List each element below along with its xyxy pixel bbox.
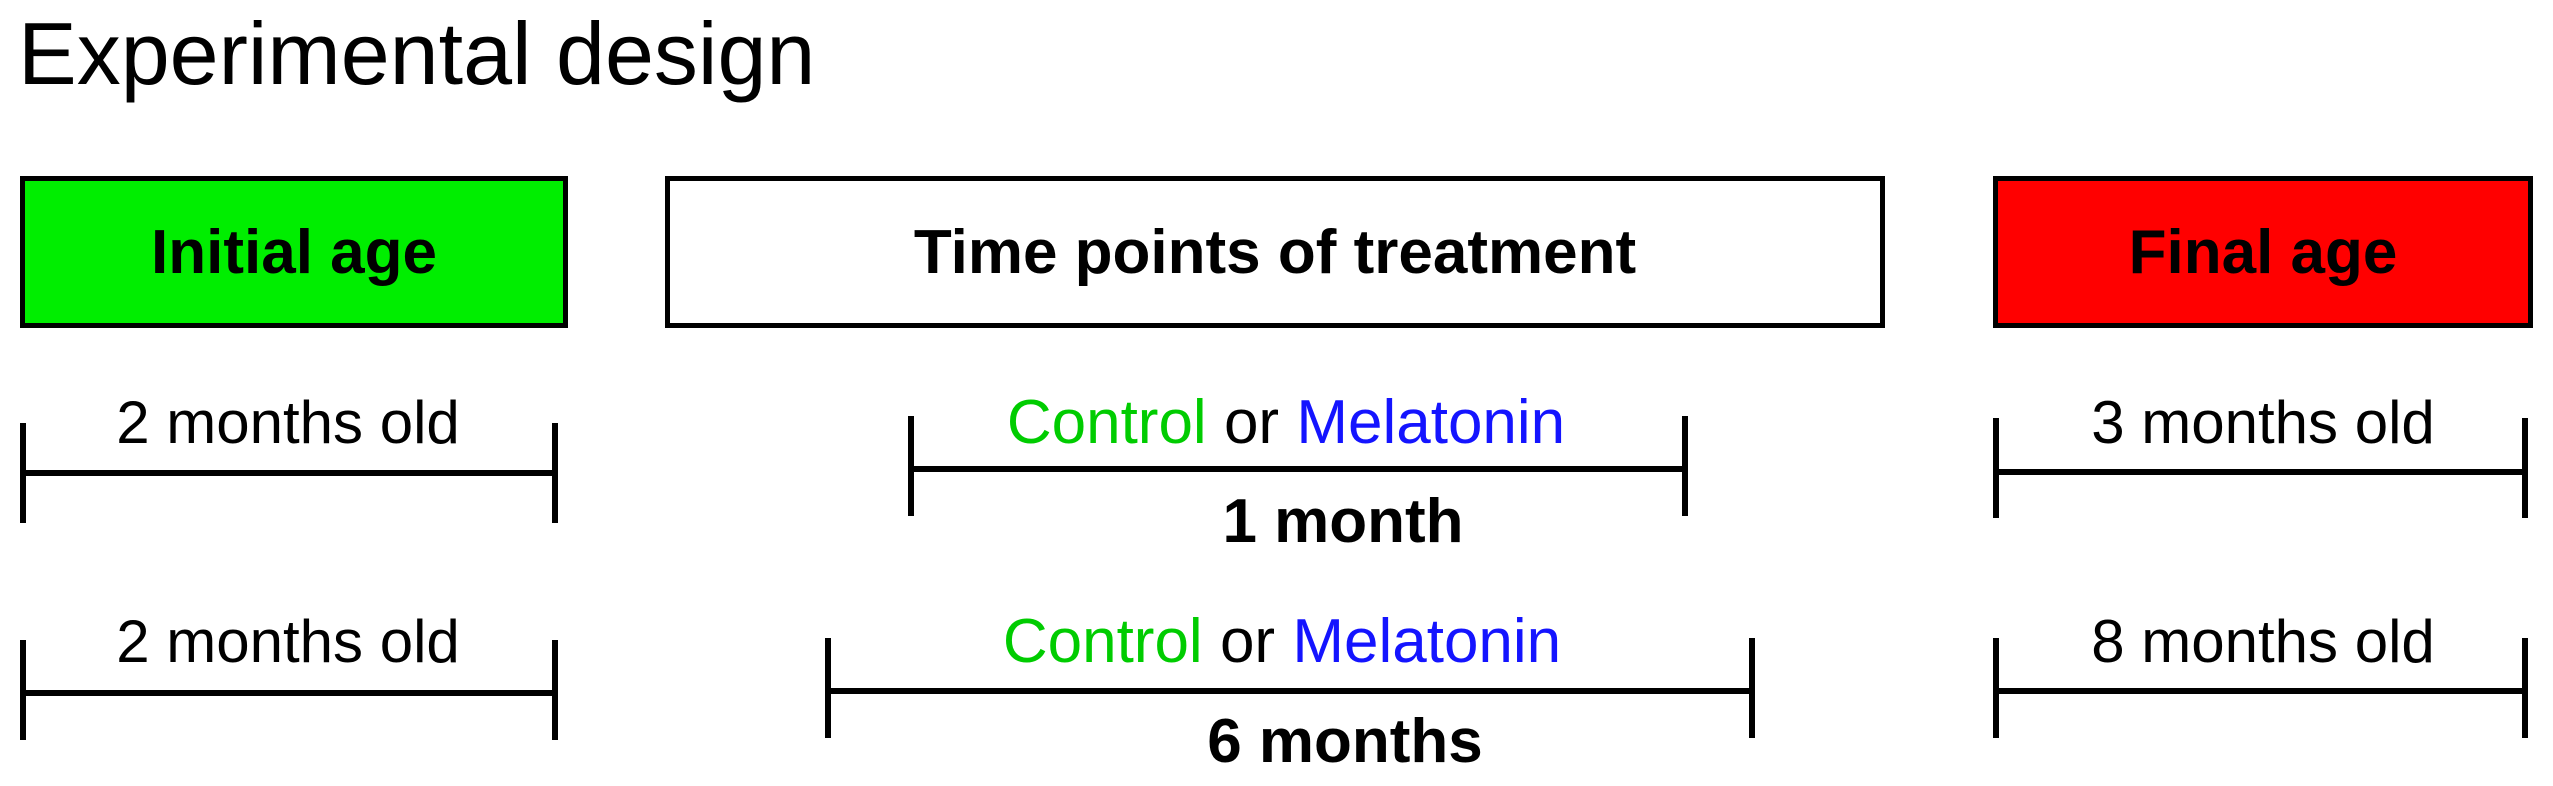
- initial-bracket-right-tick: [552, 640, 558, 740]
- treatment-bracket-bar: [908, 466, 1688, 472]
- final-age-header: Final age: [2128, 217, 2398, 287]
- treatment-label: Control or Melatonin: [1003, 611, 1561, 673]
- final-bracket-right-tick: [2522, 418, 2528, 518]
- final-bracket-bar: [1993, 688, 2528, 694]
- initial-bracket-bar: [20, 690, 558, 696]
- initial-bracket-right-tick: [552, 423, 558, 523]
- melatonin-label: Melatonin: [1292, 607, 1562, 676]
- treatment-label: Control or Melatonin: [1007, 392, 1565, 454]
- final-age-label: 3 months old: [2091, 389, 2435, 456]
- treatment-bracket-right-tick: [1682, 416, 1688, 516]
- initial-age-header: Initial age: [151, 217, 437, 287]
- final-age-box: Final age: [1993, 176, 2533, 328]
- or-label: or: [1223, 388, 1280, 457]
- treatment-duration-label: 1 month: [1222, 487, 1464, 556]
- final-bracket-right-tick: [2522, 638, 2528, 738]
- initial-age-label: 2 months old: [116, 389, 460, 456]
- control-label: Control: [1002, 607, 1203, 676]
- treatment-bracket-right-tick: [1749, 638, 1755, 738]
- treatment-box: Time points of treatment: [665, 176, 1885, 328]
- final-bracket-left-tick: [1993, 418, 1999, 518]
- treatment-bracket-bar: [825, 688, 1755, 694]
- final-age-label: 8 months old: [2091, 608, 2435, 675]
- diagram-title: Experimental design: [18, 4, 816, 103]
- melatonin-label: Melatonin: [1296, 388, 1566, 457]
- final-bracket-bar: [1993, 469, 2528, 475]
- treatment-header: Time points of treatment: [913, 217, 1637, 287]
- initial-bracket-bar: [20, 470, 558, 476]
- control-label: Control: [1006, 388, 1207, 457]
- initial-age-box: Initial age: [20, 176, 568, 328]
- treatment-duration-label: 6 months: [1207, 707, 1483, 776]
- or-label: or: [1219, 607, 1276, 676]
- initial-age-label: 2 months old: [116, 608, 460, 675]
